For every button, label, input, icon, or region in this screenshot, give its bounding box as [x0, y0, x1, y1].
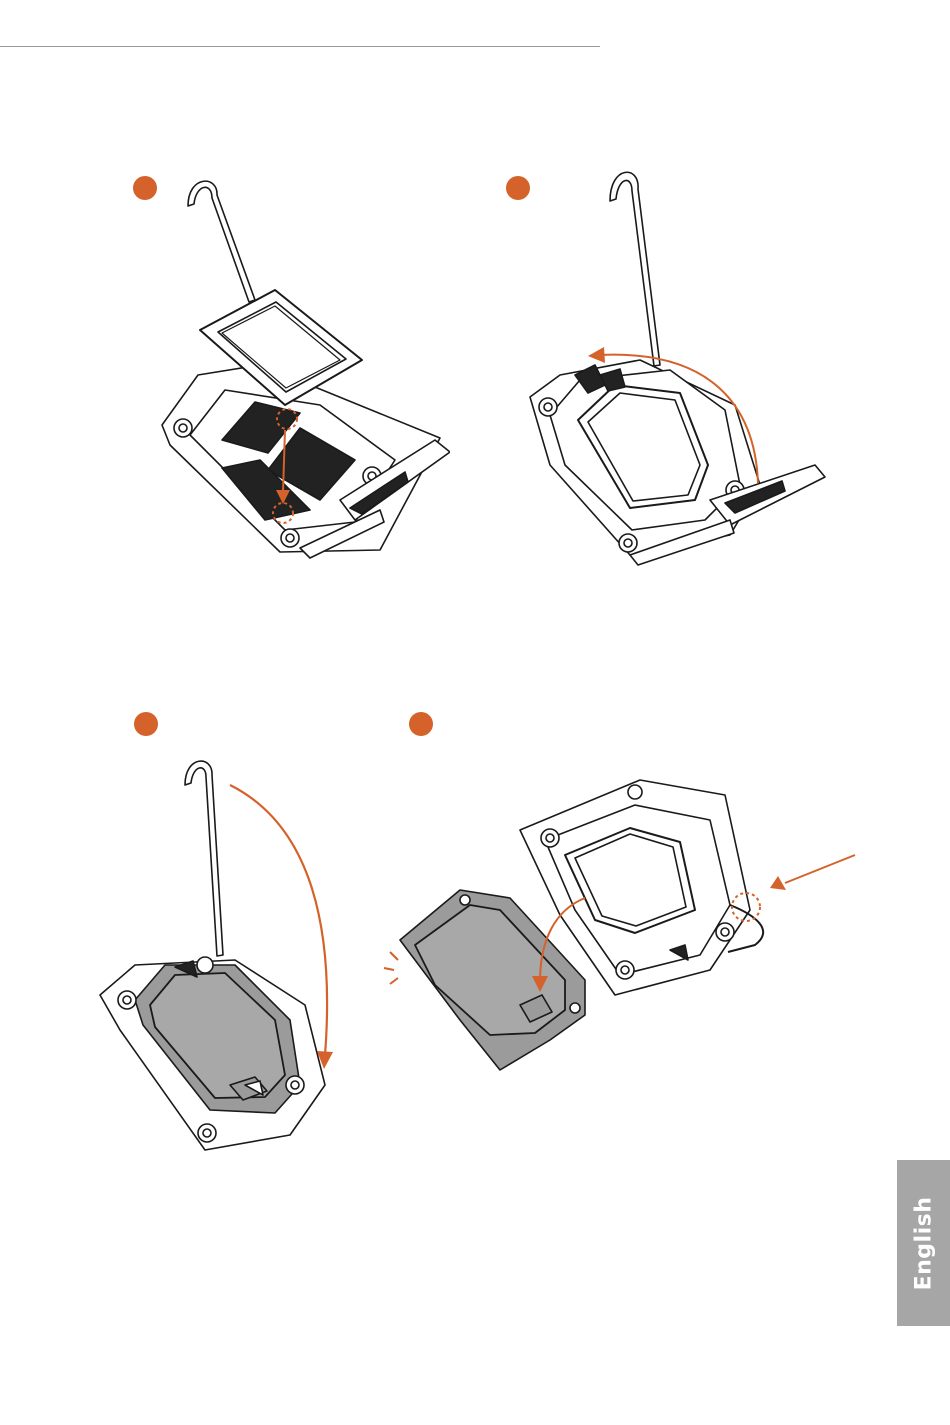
screw-icon	[616, 961, 634, 979]
lever-icon	[185, 761, 223, 956]
figure-step-1	[150, 170, 450, 570]
screw-icon	[541, 829, 559, 847]
lever-icon	[610, 172, 660, 366]
figure-step-2	[520, 165, 840, 575]
screw-icon	[198, 1124, 216, 1142]
screw-icon	[539, 398, 557, 416]
screw-icon	[716, 923, 734, 941]
screw-icon	[174, 419, 192, 437]
arrow-icon	[785, 855, 855, 883]
language-tab: English	[897, 1160, 950, 1326]
step-4-marker	[409, 712, 433, 736]
screw-icon	[619, 534, 637, 552]
header-rule	[0, 46, 600, 47]
lever-icon	[188, 181, 255, 302]
language-tab-label: English	[911, 1196, 936, 1290]
screw-icon	[118, 991, 136, 1009]
figure-step-3	[95, 755, 355, 1165]
figure-step-4	[380, 770, 870, 1080]
screw-icon	[286, 1076, 304, 1094]
step-3-marker	[134, 712, 158, 736]
screw-icon	[281, 529, 299, 547]
